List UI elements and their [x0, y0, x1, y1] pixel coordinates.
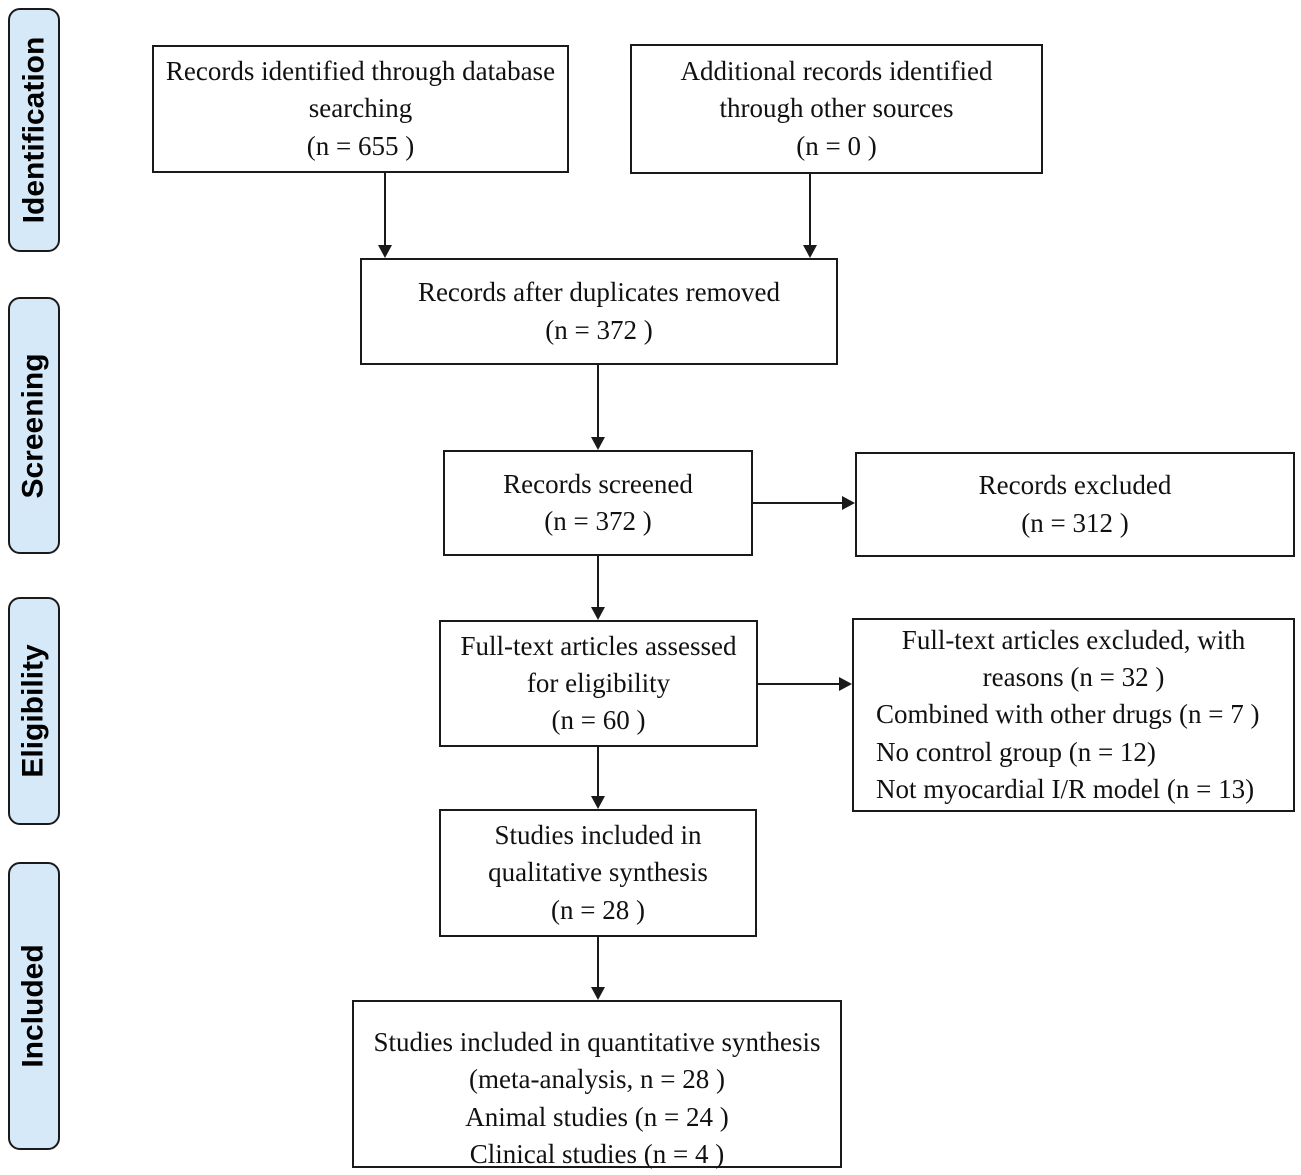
box-records-database-search: Records identified through database sear… [152, 45, 569, 173]
box-records-screened-text: Records screened (n = 372 ) [503, 468, 693, 536]
stage-label-identification-text: Identification [17, 36, 51, 224]
arrow-down-icon [803, 245, 817, 258]
box-records-excluded: Records excluded (n = 312 ) [855, 452, 1295, 557]
box-fulltext-assessed-text: Full-text articles assessed for eligibil… [460, 630, 737, 736]
box-qualitative-synthesis-text: Studies included in qualitative synthesi… [488, 820, 708, 925]
arrow-down-icon [591, 796, 605, 809]
stage-label-included: Included [8, 862, 60, 1150]
box-quantitative-synthesis-text: Studies included in quantitative synthes… [373, 1027, 821, 1169]
stage-label-identification: Identification [8, 8, 60, 252]
box-records-other-sources: Additional records identified through ot… [630, 44, 1043, 174]
stage-label-eligibility: Eligibility [8, 597, 60, 825]
box-records-screened: Records screened (n = 372 ) [443, 450, 753, 556]
box-fulltext-excluded-reasons: Combined with other drugs (n = 7 ) No co… [876, 699, 1260, 804]
box-records-database-search-text: Records identified through database sear… [165, 56, 556, 161]
box-fulltext-assessed: Full-text articles assessed for eligibil… [439, 620, 758, 747]
box-duplicates-removed: Records after duplicates removed (n = 37… [360, 258, 838, 365]
stage-label-screening-text: Screening [17, 352, 50, 499]
arrow-down-icon [591, 437, 605, 450]
box-records-excluded-text: Records excluded (n = 312 ) [978, 470, 1172, 538]
stage-label-eligibility-text: Eligibility [17, 644, 51, 778]
box-fulltext-excluded: Full-text articles excluded, with reason… [852, 618, 1295, 812]
box-quantitative-synthesis: Studies included in quantitative synthes… [352, 1000, 842, 1169]
box-records-other-sources-text: Additional records identified through ot… [680, 56, 993, 161]
box-qualitative-synthesis: Studies included in qualitative synthesi… [439, 809, 757, 937]
arrow-right-icon [839, 677, 852, 691]
box-duplicates-removed-text: Records after duplicates removed (n = 37… [417, 277, 781, 345]
arrow-down-icon [591, 987, 605, 1000]
arrow-down-icon [591, 607, 605, 620]
stage-label-screening: Screening [8, 297, 60, 554]
box-fulltext-excluded-title: Full-text articles excluded, with reason… [901, 624, 1246, 693]
arrow-down-icon [378, 245, 392, 258]
arrow-right-icon [842, 496, 855, 510]
stage-label-included-text: Included [17, 944, 50, 1068]
